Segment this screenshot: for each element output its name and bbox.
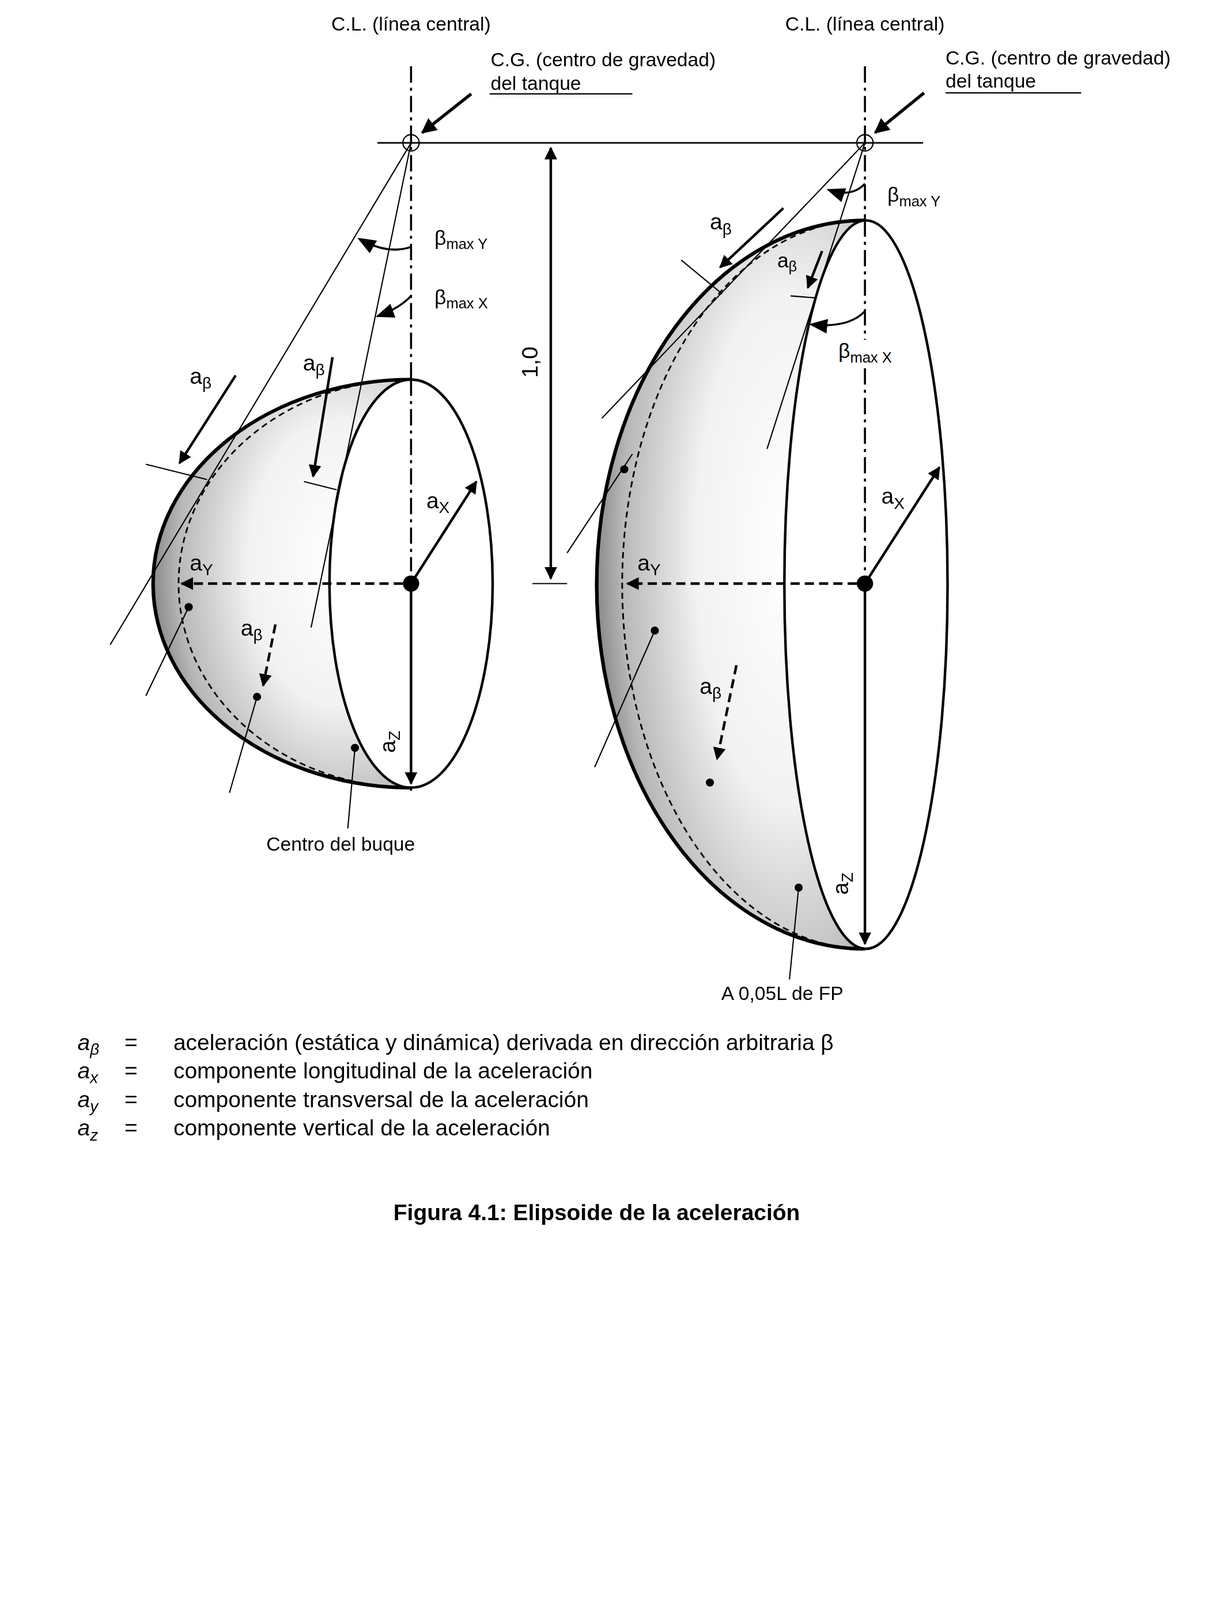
angle-label: βmax X <box>434 285 489 313</box>
symbol-base: a <box>699 673 713 699</box>
symbol-subscript: β <box>722 220 732 238</box>
symbol-subscript: β <box>712 683 722 702</box>
symbol-base: a <box>189 549 203 576</box>
symbol-subscript: Y <box>202 560 214 578</box>
symbol-base: a <box>77 1114 91 1141</box>
symbol-subscript: Z <box>838 872 856 883</box>
symbol-base: a <box>303 349 316 376</box>
symbol-subscript: y <box>89 1097 98 1115</box>
legend-equals: = <box>124 1087 138 1113</box>
centerline-label: C.L. (línea central) <box>331 14 491 36</box>
symbol-base: a <box>827 882 853 895</box>
angle-label: βmax Y <box>434 226 488 253</box>
symbol-base: a <box>374 740 400 754</box>
symbol-subscript: β <box>788 258 798 275</box>
symbol-subscript: max X <box>849 349 892 366</box>
acceleration-label: aY <box>637 550 661 579</box>
angle-label: βmax Y <box>887 183 941 211</box>
acceleration-label: aβ <box>777 248 797 276</box>
legend-symbol: ay <box>77 1087 99 1115</box>
symbol-subscript: max Y <box>445 235 488 252</box>
symbol-subscript: Z <box>385 730 403 741</box>
angle-label: βmax X <box>836 339 895 366</box>
legend-equals: = <box>124 1030 138 1056</box>
symbol-subscript: X <box>893 494 905 512</box>
symbol-base: β <box>434 226 446 249</box>
legend-equals: = <box>124 1058 138 1084</box>
symbol-subscript: z <box>89 1125 98 1144</box>
cg-label: C.G. (centro de gravedad) <box>945 47 1171 70</box>
acceleration-label: aβ <box>699 674 722 702</box>
symbol-subscript: x <box>89 1068 98 1087</box>
figure-caption: Figura 4.1: Elipsoide de la aceleración <box>393 1200 801 1226</box>
acceleration-label: aβ <box>189 364 212 392</box>
legend-symbol: az <box>77 1116 99 1144</box>
symbol-subscript: β <box>89 1040 100 1058</box>
legend-text: componente transversal de la aceleración <box>173 1087 589 1113</box>
symbol-base: a <box>709 209 723 235</box>
symbol-base: β <box>887 183 899 207</box>
symbol-subscript: X <box>439 498 451 516</box>
cg-label: del tanque <box>945 71 1037 93</box>
symbol-base: β <box>434 285 446 309</box>
legend-text: aceleración (estática y dinámica) deriva… <box>173 1030 834 1056</box>
legend-symbol: aβ <box>77 1030 100 1058</box>
acceleration-label: aβ <box>303 350 325 379</box>
symbol-base: a <box>637 549 650 576</box>
legend-text: componente vertical de la aceleración <box>173 1116 551 1141</box>
symbol-subscript: Y <box>649 560 661 578</box>
location-label: Centro del buque <box>266 834 415 856</box>
symbol-base: a <box>77 1086 91 1112</box>
legend-equals: = <box>124 1116 138 1141</box>
acceleration-label: aX <box>881 484 905 513</box>
acceleration-label: aβ <box>709 210 732 238</box>
symbol-base: a <box>426 487 440 513</box>
centerline-label: C.L. (línea central) <box>785 14 945 36</box>
symbol-subscript: max Y <box>898 193 941 210</box>
dimension-label: 1,0 <box>518 346 543 378</box>
symbol-subscript: max X <box>445 295 488 312</box>
cg-label: del tanque <box>490 73 581 95</box>
symbol-base: a <box>77 1057 91 1084</box>
symbol-subscript: β <box>252 625 263 644</box>
legend-text: componente longitudinal de la aceleració… <box>173 1058 593 1084</box>
symbol-subscript: β <box>315 360 325 378</box>
cg-label: C.G. (centro de gravedad) <box>490 50 716 72</box>
acceleration-label: aY <box>189 550 213 579</box>
legend-symbol: ax <box>77 1058 99 1087</box>
symbol-base: a <box>189 363 203 389</box>
symbol-base: a <box>240 614 254 641</box>
symbol-subscript: β <box>202 373 212 392</box>
symbol-base: a <box>881 483 894 509</box>
symbol-base: a <box>77 1029 91 1055</box>
acceleration-label: aZ <box>375 730 404 754</box>
acceleration-label: aX <box>426 488 450 517</box>
symbol-base: a <box>777 248 789 272</box>
acceleration-label: aZ <box>828 872 857 895</box>
location-label: A 0,05L de FP <box>721 982 844 1005</box>
acceleration-label: aβ <box>240 615 263 644</box>
symbol-base: β <box>838 339 850 362</box>
